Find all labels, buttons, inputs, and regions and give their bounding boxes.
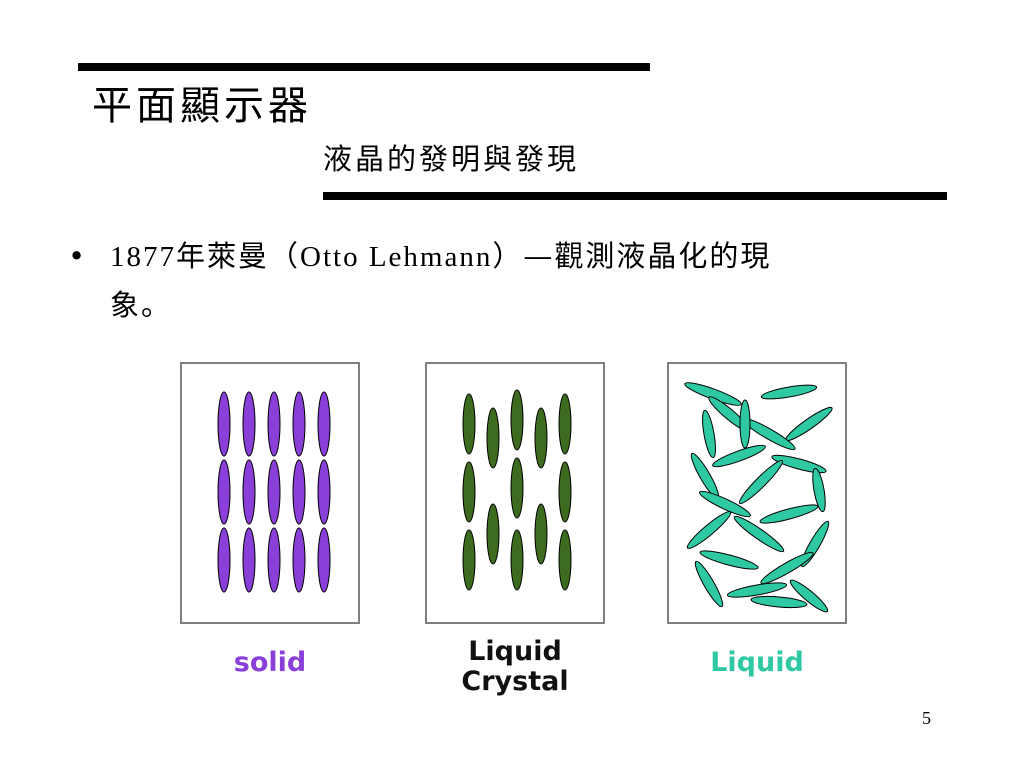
liquid-molecule bbox=[726, 582, 788, 598]
liquid-crystal-molecules bbox=[462, 389, 572, 591]
solid-molecule bbox=[217, 527, 231, 593]
solid-molecule bbox=[292, 459, 306, 525]
solid-molecules bbox=[217, 391, 331, 593]
solid-molecule bbox=[242, 527, 256, 593]
liquid-crystal-molecule bbox=[558, 529, 572, 591]
liquid-crystal-molecule bbox=[534, 503, 548, 565]
liquid-crystal-molecule bbox=[558, 461, 572, 523]
solid-molecule bbox=[242, 459, 256, 525]
liquid-molecule bbox=[739, 399, 751, 449]
liquid-molecule bbox=[759, 504, 819, 524]
solid-molecule bbox=[267, 391, 281, 457]
solid-molecule bbox=[317, 391, 331, 457]
bullet-year: 1877 bbox=[110, 241, 176, 273]
liquid-molecule bbox=[760, 384, 818, 400]
liquid-crystal-label: Liquid Crystal bbox=[425, 637, 605, 697]
title-rule-top bbox=[78, 63, 650, 71]
liquid-crystal-molecule bbox=[510, 389, 524, 451]
bullet-text-part-c: 象。 bbox=[110, 288, 173, 322]
liquid-molecule bbox=[686, 511, 732, 549]
bullet-item: • 1877年萊曼（Otto Lehmann）—觀測液晶化的現象。 bbox=[68, 232, 948, 329]
solid-phase-diagram bbox=[180, 362, 360, 624]
liquid-molecule bbox=[750, 595, 808, 609]
bullet-text-part-a: 年萊曼（ bbox=[176, 239, 301, 273]
liquid-crystal-molecule bbox=[486, 407, 500, 469]
liquid-molecule bbox=[789, 579, 829, 613]
bullet-marker: • bbox=[68, 239, 86, 273]
liquid-molecule bbox=[812, 467, 826, 513]
liquid-molecule bbox=[785, 406, 833, 442]
liquid-molecule bbox=[738, 459, 784, 505]
liquid-crystal-phase-diagram bbox=[425, 362, 605, 624]
liquid-crystal-molecule bbox=[534, 407, 548, 469]
liquid-molecule bbox=[699, 490, 751, 518]
page-number: 5 bbox=[922, 708, 931, 728]
liquid-crystal-molecule bbox=[462, 529, 476, 591]
liquid-label: Liquid bbox=[710, 647, 804, 678]
solid-molecule bbox=[267, 527, 281, 593]
liquid-molecule bbox=[702, 409, 716, 459]
slide-title: 平面顯示器 bbox=[92, 83, 312, 129]
solid-molecule bbox=[317, 527, 331, 593]
liquid-crystal-molecule bbox=[558, 393, 572, 455]
solid-molecule bbox=[292, 527, 306, 593]
solid-molecule bbox=[292, 391, 306, 457]
liquid-crystal-molecule bbox=[510, 457, 524, 519]
bullet-text-part-b: ）—觀測液晶化的現 bbox=[492, 239, 772, 273]
solid-molecule bbox=[317, 459, 331, 525]
liquid-molecule bbox=[760, 551, 814, 585]
liquid-molecule bbox=[699, 550, 759, 570]
bullet-text: 1877年萊曼（Otto Lehmann）—觀測液晶化的現象。 bbox=[110, 232, 948, 329]
solid-molecule bbox=[217, 391, 231, 457]
title-rule-bottom bbox=[323, 192, 947, 200]
liquid-crystal-molecule bbox=[462, 461, 476, 523]
liquid-crystal-label-line2: Crystal bbox=[461, 666, 569, 697]
solid-molecule bbox=[242, 391, 256, 457]
liquid-molecule bbox=[771, 454, 827, 474]
solid-label: solid bbox=[233, 647, 307, 678]
liquid-crystal-molecule bbox=[510, 529, 524, 591]
liquid-phase-diagram bbox=[667, 362, 847, 624]
liquid-crystal-label-line1: Liquid bbox=[468, 636, 562, 667]
liquid-molecule bbox=[694, 560, 724, 608]
liquid-molecule bbox=[712, 444, 766, 468]
liquid-molecules bbox=[684, 382, 833, 613]
slide-subtitle: 液晶的發明與發現 bbox=[323, 142, 580, 176]
bullet-name: Otto Lehmann bbox=[300, 241, 493, 273]
solid-molecule bbox=[267, 459, 281, 525]
liquid-crystal-molecule bbox=[486, 503, 500, 565]
solid-molecule bbox=[217, 459, 231, 525]
liquid-crystal-molecule bbox=[462, 393, 476, 455]
liquid-molecule bbox=[733, 515, 785, 553]
